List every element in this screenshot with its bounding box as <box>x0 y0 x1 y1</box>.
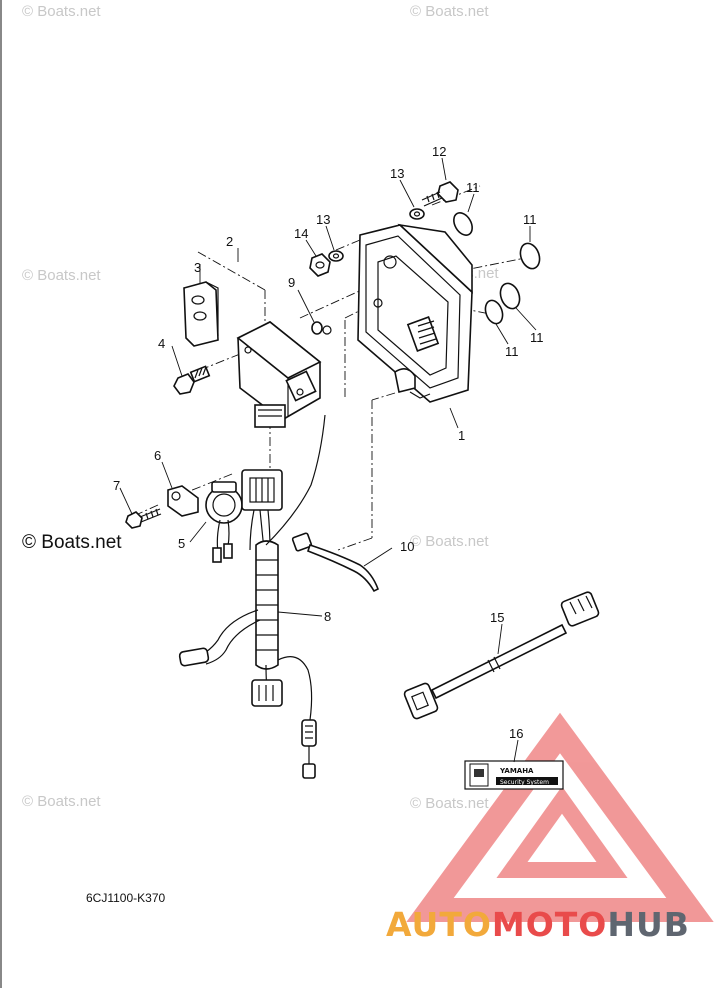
part-1-ecu-bracket <box>357 223 473 403</box>
callout-4: 4 <box>158 336 165 351</box>
watermark-text: © Boats.net <box>22 3 101 20</box>
callout-1: 1 <box>458 428 465 443</box>
watermark-text: © Boats.net <box>410 795 489 812</box>
leader-lines <box>119 157 537 763</box>
callout-12: 12 <box>432 144 446 159</box>
part-7-screw <box>125 508 162 529</box>
part-9-washer <box>311 321 323 335</box>
watermark-text: © Boats.net <box>410 533 489 550</box>
logo-text-moto: MOTO <box>492 905 607 944</box>
diagram-code: 6CJ1100-K370 <box>86 891 165 905</box>
decal-caption: Security System <box>500 779 549 786</box>
automotohub-wordmark: AUTOMOTOHUB <box>386 905 690 944</box>
part-13-washers <box>328 208 425 262</box>
automotohub-triangle-logo <box>406 712 714 922</box>
callout-10: 10 <box>400 539 414 554</box>
callout-3: 3 <box>194 260 201 275</box>
callout-11: 11 <box>523 212 537 227</box>
decal-brand: YAMAHA <box>499 767 534 775</box>
watermark-text: © Boats.net <box>22 267 101 284</box>
callout-numbers: 1 2 3 4 5 6 7 8 9 10 11 11 11 11 12 13 1… <box>113 144 544 741</box>
part-5-buzzer <box>205 481 243 563</box>
callout-7: 7 <box>113 478 120 493</box>
callout-6: 6 <box>154 448 161 463</box>
callout-2: 2 <box>226 234 233 249</box>
part-16-label-decal: YAMAHA Security System <box>464 760 564 790</box>
callout-5: 5 <box>178 536 185 551</box>
callout-11: 11 <box>530 330 544 345</box>
callout-14: 14 <box>294 226 308 241</box>
logo-text-hub: HUB <box>607 905 690 944</box>
watermark-text-large: © Boats.net <box>22 532 122 553</box>
part-8-wiring-harness <box>178 325 332 779</box>
callout-11: 11 <box>466 180 480 195</box>
callout-16: 16 <box>509 726 523 741</box>
assembly-lines <box>137 185 526 551</box>
part-3-key-fob <box>183 281 219 347</box>
callout-11: 11 <box>505 344 519 359</box>
watermark-text: © Boats.net <box>22 793 101 810</box>
part-6-bracket <box>167 485 199 517</box>
part-14-nut <box>309 253 331 277</box>
logo-text-auto: AUTO <box>386 905 492 944</box>
callout-13: 13 <box>390 166 404 181</box>
callout-9: 9 <box>288 275 295 290</box>
part-4-bolt <box>173 365 211 395</box>
part-10-cable-tie <box>291 532 380 593</box>
part-11-o-rings <box>453 212 541 325</box>
callout-15: 15 <box>490 610 504 625</box>
part-12-bolt <box>421 181 459 207</box>
part-15-extension-cable <box>403 591 600 720</box>
callout-8: 8 <box>324 609 331 624</box>
callout-13: 13 <box>316 212 330 227</box>
part-2-control-unit <box>236 321 322 428</box>
watermark-text: © Boats.net <box>410 3 489 20</box>
